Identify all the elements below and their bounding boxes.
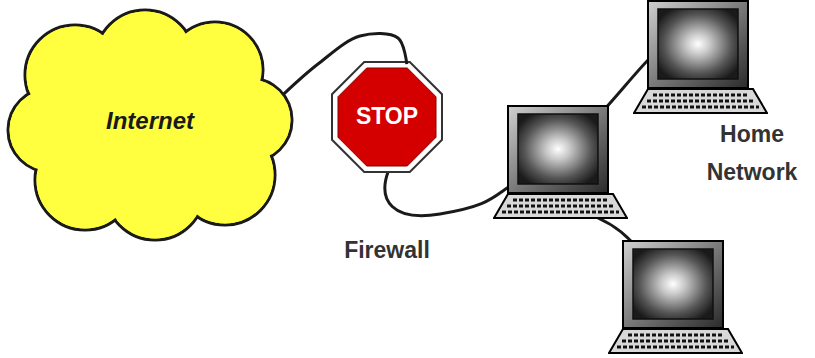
home-computer: [634, 1, 767, 113]
stop-text: STOP: [332, 103, 442, 130]
gateway-computer: [494, 106, 627, 218]
cloud-label: Internet: [5, 107, 295, 135]
stop-sign-rim: [332, 62, 442, 172]
firewall-label: Firewall: [287, 237, 487, 264]
network-cable: [283, 34, 406, 95]
group-label: Home Network: [690, 115, 814, 191]
home-computer: [609, 241, 742, 353]
stop-sign: STOPFirewall: [332, 62, 442, 172]
cloud-node: Internet: [5, 5, 295, 240]
network-wire: [385, 172, 510, 216]
